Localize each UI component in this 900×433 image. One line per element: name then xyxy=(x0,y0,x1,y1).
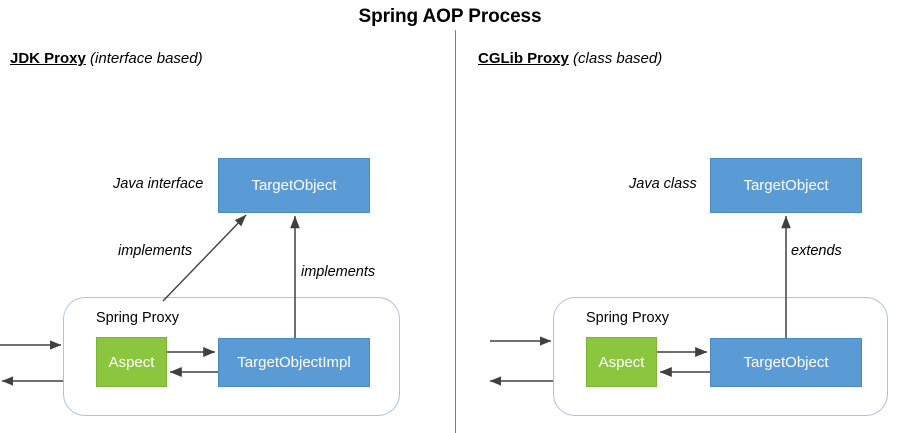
label-implements-vertical: implements xyxy=(301,264,376,280)
panel-divider xyxy=(455,30,456,433)
panel-heading-cglib: CGLib Proxy (class based) xyxy=(478,50,662,67)
box-aspect-cglib-label: Aspect xyxy=(598,353,645,371)
box-target-object-cglib[interactable]: TargetObject xyxy=(710,158,862,213)
panel-heading-cglib-italic: (class based) xyxy=(573,50,663,67)
box-target-object-impl[interactable]: TargetObjectImpl xyxy=(218,338,370,387)
container-spring-proxy-cglib xyxy=(553,297,888,416)
label-java-interface: Java interface xyxy=(113,176,204,192)
box-target-object-cglib-inner-label: TargetObject xyxy=(743,354,829,371)
box-aspect-jdk[interactable]: Aspect xyxy=(96,337,167,387)
label-implements-diagonal: implements xyxy=(118,243,193,259)
panel-heading-jdk-strong: JDK Proxy xyxy=(10,50,86,67)
container-spring-proxy-cglib-label: Spring Proxy xyxy=(586,310,670,326)
box-target-object-cglib-inner[interactable]: TargetObject xyxy=(710,338,862,387)
page-title: Spring AOP Process xyxy=(358,6,542,27)
box-target-object-cglib-label: TargetObject xyxy=(743,177,829,194)
box-aspect-jdk-label: Aspect xyxy=(108,353,155,371)
box-target-object-impl-label: TargetObjectImpl xyxy=(237,354,351,371)
panel-heading-jdk: JDK Proxy (interface based) xyxy=(10,50,203,67)
label-java-class: Java class xyxy=(629,176,697,192)
box-target-object-jdk-label: TargetObject xyxy=(251,177,337,194)
container-spring-proxy-jdk-label: Spring Proxy xyxy=(96,310,180,326)
box-target-object-jdk[interactable]: TargetObject xyxy=(218,158,370,213)
label-extends: extends xyxy=(791,243,842,259)
panel-heading-jdk-italic: (interface based) xyxy=(90,50,203,67)
box-aspect-cglib[interactable]: Aspect xyxy=(586,337,657,387)
panel-heading-cglib-strong: CGLib Proxy xyxy=(478,50,569,67)
